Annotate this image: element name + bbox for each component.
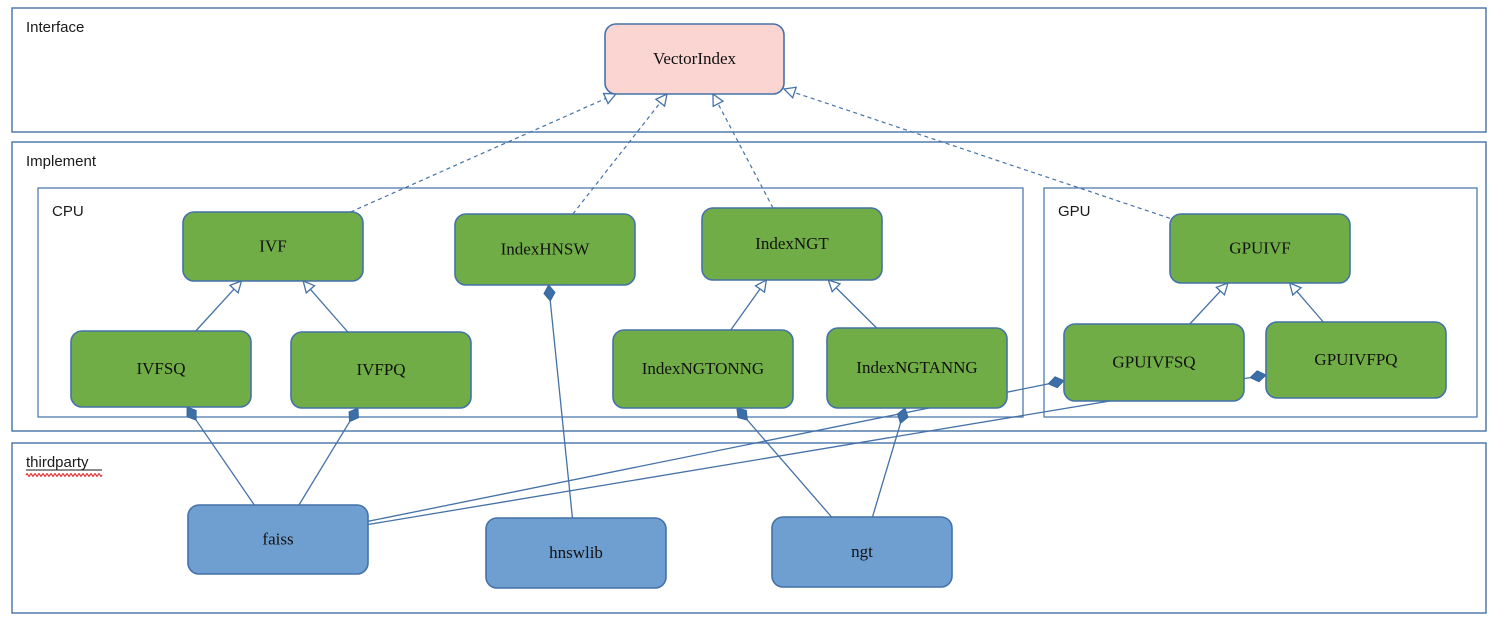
node-rect-ivfsq[interactable] xyxy=(70,330,252,408)
group-frame-gpu xyxy=(1043,187,1478,418)
group-label-interface: Interface xyxy=(26,19,84,36)
node-rect-ivf[interactable] xyxy=(182,211,364,282)
arrowhead-gpuivfpq-to-gpuivf xyxy=(1288,281,1303,297)
node-label-indexhnsw: IndexHNSW xyxy=(501,239,591,258)
group-label-gpu: GPU xyxy=(1058,203,1091,220)
node-label-indexngt: IndexNGT xyxy=(755,234,829,253)
arrowhead-indexngtanng-to-indexngt xyxy=(827,278,842,293)
connector-gpuivfsq-to-gpuivf xyxy=(1189,290,1221,325)
composition-diamond-faiss-to-gpuivfpq xyxy=(1249,370,1267,383)
spellcheck-squiggle-thirdparty xyxy=(25,473,103,477)
node-gpuivf[interactable]: GPUIVF xyxy=(1169,213,1351,284)
connector-indexhnsw-to-vectorindex xyxy=(572,102,661,215)
node-label-faiss: faiss xyxy=(262,529,293,548)
connectors-layer xyxy=(186,86,1324,526)
node-label-ivfsq: IVFSQ xyxy=(136,359,185,378)
node-label-gpuivf: GPUIVF xyxy=(1229,238,1290,257)
node-indexngt[interactable]: IndexNGT xyxy=(701,207,883,281)
connector-faiss-to-ivfpq xyxy=(298,421,351,506)
group-frame-cpu xyxy=(37,187,1024,418)
connector-ivfsq-to-ivf xyxy=(195,288,235,332)
node-label-indexngtonng: IndexNGTONNG xyxy=(642,359,764,378)
node-label-ivf: IVF xyxy=(259,236,286,255)
connector-ngt-to-indexngtonng xyxy=(746,419,833,518)
node-rect-vectorindex[interactable] xyxy=(604,23,785,95)
node-indexngtonng[interactable]: IndexNGTONNG xyxy=(612,329,794,409)
connector-indexngt-to-vectorindex xyxy=(717,103,774,209)
group-label-implement: Implement xyxy=(26,153,97,170)
node-rect-indexhnsw[interactable] xyxy=(454,213,636,286)
node-label-ngt: ngt xyxy=(851,542,873,561)
node-ngt[interactable]: ngt xyxy=(771,516,953,588)
arrowhead-ivf-to-vectorindex xyxy=(602,92,618,105)
arrowhead-ivfpq-to-ivf xyxy=(302,279,316,295)
group-label-cpu: CPU xyxy=(52,203,84,220)
node-ivf[interactable]: IVF xyxy=(182,211,364,282)
node-rect-hnswlib[interactable] xyxy=(485,517,667,589)
node-rect-indexngt[interactable] xyxy=(701,207,883,281)
connector-gpuivf-to-vectorindex xyxy=(794,91,1171,219)
connector-faiss-to-ivfsq xyxy=(195,419,255,506)
composition-diamond-ngt-to-indexngtanng xyxy=(896,407,909,425)
arrowhead-gpuivfsq-to-gpuivf xyxy=(1215,281,1229,296)
node-label-hnswlib: hnswlib xyxy=(549,543,603,562)
composition-diamond-faiss-to-gpuivfsq xyxy=(1047,376,1065,389)
node-gpuivfsq[interactable]: GPUIVFSQ xyxy=(1063,323,1245,402)
node-label-vectorindex: VectorIndex xyxy=(653,49,737,68)
connector-gpuivfpq-to-gpuivf xyxy=(1296,290,1324,323)
node-rect-gpuivfpq[interactable] xyxy=(1265,321,1447,399)
connector-indexngtanng-to-indexngt xyxy=(835,287,878,329)
arrowhead-indexngt-to-vectorindex xyxy=(712,92,725,108)
arrowhead-gpuivf-to-vectorindex xyxy=(782,86,798,99)
connector-ngt-to-indexngtanng xyxy=(871,423,902,518)
node-rect-ivfpq[interactable] xyxy=(290,331,472,409)
node-label-indexngtanng: IndexNGTANNG xyxy=(856,358,977,377)
node-label-gpuivfsq: GPUIVFSQ xyxy=(1112,352,1195,371)
node-label-gpuivfpq: GPUIVFPQ xyxy=(1314,350,1397,369)
node-rect-gpuivfsq[interactable] xyxy=(1063,323,1245,402)
node-rect-indexngtanng[interactable] xyxy=(826,327,1008,409)
composition-diamond-faiss-to-ivfpq xyxy=(348,407,359,423)
arrowhead-indexngtonng-to-indexngt xyxy=(754,278,768,294)
arrowhead-ivfsq-to-ivf xyxy=(228,279,243,295)
arrowhead-indexhnsw-to-vectorindex xyxy=(654,92,668,108)
connector-ivf-to-vectorindex xyxy=(350,97,607,213)
connector-faiss-to-gpuivfpq xyxy=(367,376,1251,526)
node-hnswlib[interactable]: hnswlib xyxy=(485,517,667,589)
node-rect-gpuivf[interactable] xyxy=(1169,213,1351,284)
node-indexhnsw[interactable]: IndexHNSW xyxy=(454,213,636,286)
node-indexngtanng[interactable]: IndexNGTANNG xyxy=(826,327,1008,409)
node-rect-ngt[interactable] xyxy=(771,516,953,588)
node-vectorindex[interactable]: VectorIndex xyxy=(604,23,785,95)
node-rect-faiss[interactable] xyxy=(187,504,369,575)
group-label-thirdparty: thirdparty xyxy=(26,454,89,471)
node-label-ivfpq: IVFPQ xyxy=(356,360,405,379)
connector-hnswlib-to-indexhnsw xyxy=(549,300,574,519)
node-rect-indexngtonng[interactable] xyxy=(612,329,794,409)
composition-diamond-hnswlib-to-indexhnsw xyxy=(543,284,556,302)
connector-ivfpq-to-ivf xyxy=(309,288,349,333)
composition-diamond-ngt-to-indexngtonng xyxy=(736,407,748,421)
composition-diamond-faiss-to-ivfsq xyxy=(186,406,197,421)
node-gpuivfpq[interactable]: GPUIVFPQ xyxy=(1265,321,1447,399)
node-ivfsq[interactable]: IVFSQ xyxy=(70,330,252,408)
node-faiss[interactable]: faiss xyxy=(187,504,369,575)
connector-indexngtonng-to-indexngt xyxy=(730,288,761,331)
group-frame-thirdparty xyxy=(11,442,1487,614)
node-ivfpq[interactable]: IVFPQ xyxy=(290,331,472,409)
